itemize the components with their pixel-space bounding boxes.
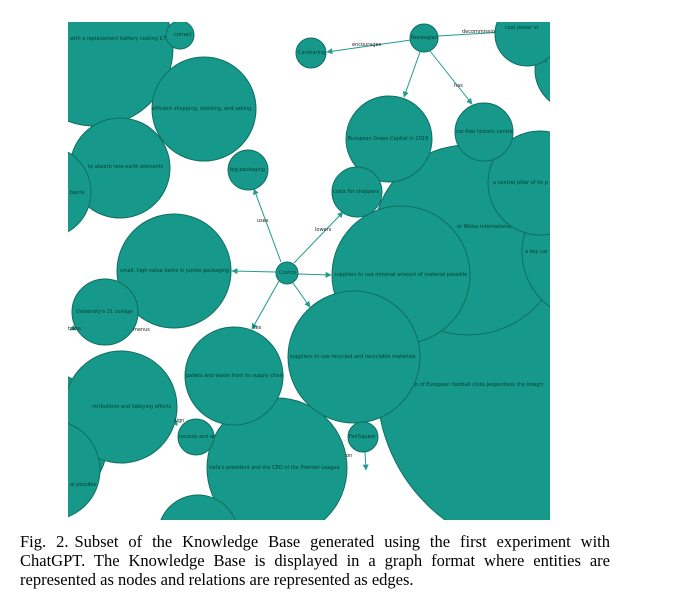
node-correct-circle[interactable] [165,21,195,50]
node-small-items-circle[interactable] [116,213,232,329]
edge-costco-costs[interactable] [293,211,344,264]
node-central-pillar-circle[interactable] [487,130,592,236]
node-coal-power-circle[interactable] [494,2,559,67]
node-central-pillar[interactable]: a central pillar of its p [487,130,592,236]
node-efficient-shopping-label: efficient shopping, stocking, and sellin… [152,106,251,112]
edge-fairsquare-on[interactable] [362,451,369,471]
node-fairsquare-circle[interactable] [347,421,379,453]
node-wales-international-label: er Wales international Kurtis [457,224,528,230]
caption-text: Subset of the Knowledge Base generated u… [20,532,610,589]
node-ef-circle[interactable] [177,418,215,456]
edge-norwegian-coal[interactable] [437,29,506,37]
node-carsharing-label: Carsharing [298,50,325,56]
node-efficient-shopping-circle[interactable] [151,56,257,162]
node-pallets-waste-label: pallets and waste from its supply chain [186,373,284,379]
node-uefa-president-label: Uefa's president and the CEO of the Prem… [209,465,340,471]
edge-costco-pallets[interactable] [251,280,280,330]
node-university-label: University's 31 college [76,309,133,315]
knowledge-graph-figure: p of European football clubs jeopardises… [0,0,592,520]
node-carsharing-circle[interactable] [295,37,327,69]
edge-costco-minimal[interactable] [297,271,332,278]
node-bottom-partial-circle[interactable] [158,494,238,520]
node-contributions-label: ntributions and lobbying efforts [92,404,171,410]
edge-costco-pallets-label: ses [253,325,262,331]
node-car-free-centre-label: car-free historic centre [456,129,513,135]
node-costs-shoppers[interactable]: costs for shoppers [331,166,383,218]
node-costco-label: Costco [279,270,296,276]
edge-costco-recycled[interactable] [292,282,311,308]
edge-norwegian-carsharing-label: encourages [352,42,382,48]
node-absorb-rare-earth-label: to absorb rare-earth elements [88,164,164,170]
node-norwegian-circle[interactable] [409,23,439,53]
edge-norwegian-carfree[interactable] [429,50,473,105]
node-recycled-materials-label: suppliers to use recycled and recyclable… [290,354,416,360]
node-norwegian-label: Norwegian [411,35,438,41]
node-coal-power-label: coal power st [505,25,538,31]
node-central-pillar-label: a central pillar of its p [493,180,548,186]
edge-university-menus-label: menus [133,327,150,333]
node-big-packaging-circle[interactable] [227,149,269,191]
edge-costco-bigpackaging[interactable] [253,188,282,263]
node-possible-label: al possible [70,482,97,488]
node-possible-circle[interactable] [0,420,101,520]
node-replacement-battery-circle[interactable] [17,0,174,127]
node-ef-label: records and ar [179,434,216,440]
node-fairsquare-label: FairSquare [349,434,376,440]
node-barriers-label: barrie [70,190,85,196]
node-small-items[interactable]: small, high-value items in jumbo packagi… [116,213,232,329]
node-recycled-materials-circle[interactable] [287,290,421,424]
node-norwegian[interactable]: Norwegian [409,23,439,53]
node-car-free-centre[interactable]: car-free historic centre [454,102,514,162]
node-costs-shoppers-label: costs for shoppers [333,189,379,195]
node-carsharing[interactable]: Carsharing [295,37,327,69]
node-pallets-waste-circle[interactable] [184,326,284,426]
node-costco-circle[interactable] [275,261,299,285]
node-minimal-material-label: suppliers to use minimal amount of mater… [334,272,467,278]
node-barriers[interactable]: barrie [0,146,92,238]
node-university[interactable]: University's 31 college [71,278,139,346]
node-ef[interactable]: records and ar [177,418,216,456]
node-recycled-materials[interactable]: suppliers to use recycled and recyclable… [287,290,421,424]
node-small-items-label: small, high-value items in jumbo packagi… [120,268,229,274]
edge-costco-bigpackaging-label: uses [257,218,269,224]
node-big-packaging[interactable]: big packaging [227,149,269,191]
node-barriers-circle[interactable] [0,146,92,238]
node-possible[interactable]: al possible [0,420,101,520]
edge-university-trans-label: trans [68,326,81,332]
edge-costco-small[interactable] [231,268,277,275]
edge-norwegian-carfree-label: has [454,83,463,89]
node-contributions-circle[interactable] [65,350,178,464]
node-replacement-battery[interactable]: with a replacement battery costing £70 [17,0,174,127]
node-car-free-centre-circle[interactable] [454,102,514,162]
node-correct-label: correct [174,32,192,38]
edge-costco-costs-label: lowers [315,227,332,233]
knowledge-graph: p of European football clubs jeopardises… [0,0,592,520]
figure-caption: Fig. 2.Subset of the Knowledge Base gene… [20,532,610,589]
node-green-capital-label: European Green Capital in 2019 [348,136,428,142]
node-replacement-battery-label: with a replacement battery costing £70 [70,36,169,42]
node-costco[interactable]: Costco [275,261,299,285]
node-football-clubs-label: p of European football clubs jeopardises… [415,382,543,388]
node-university-circle[interactable] [71,278,139,346]
node-pallets-waste[interactable]: pallets and waste from its supply chain [184,326,284,426]
edge-fairsquare-on-label: on [346,453,352,459]
node-key-car-label: a key car [525,249,549,255]
node-coal-power[interactable]: coal power st [494,2,559,67]
caption-label: Fig. 2. [20,532,69,551]
node-big-packaging-label: big packaging [230,167,265,173]
node-correct[interactable]: correct [165,21,195,50]
node-efficient-shopping[interactable]: efficient shopping, stocking, and sellin… [151,56,257,162]
node-bottom-partial[interactable] [158,494,238,520]
node-fairsquare[interactable]: FairSquare [347,421,379,453]
node-contributions[interactable]: ntributions and lobbying efforts [65,350,178,464]
edge-norwegian-greencapital[interactable] [402,51,421,98]
node-costs-shoppers-circle[interactable] [331,166,383,218]
node-green-capital[interactable]: European Green Capital in 2019 [345,95,433,183]
edge-norwegian-carsharing[interactable] [326,39,412,55]
node-green-capital-circle[interactable] [345,95,433,183]
edge-norwegian-coal-label: decommissio [462,29,495,35]
edge-sign-label: sign [174,418,184,424]
